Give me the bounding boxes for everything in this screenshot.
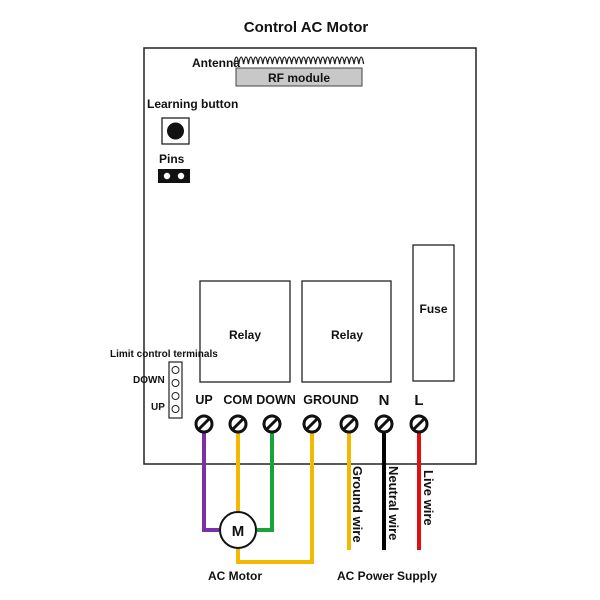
jumper-pins-icon bbox=[158, 169, 190, 183]
terminal-up-label: UP bbox=[195, 393, 212, 407]
motor-icon bbox=[219, 511, 257, 549]
learning-button[interactable] bbox=[167, 122, 184, 140]
motor-caption: AC Motor bbox=[208, 569, 262, 583]
limit-down-label: DOWN bbox=[133, 375, 165, 386]
screw-terminal-ground-motor bbox=[302, 414, 322, 434]
terminal-n-label: N bbox=[379, 392, 390, 409]
screw-terminal-com bbox=[228, 414, 248, 434]
antenna-label: Antenna bbox=[192, 56, 240, 70]
wire-down-green bbox=[257, 424, 274, 532]
pins-label: Pins bbox=[159, 152, 185, 166]
learning-button-label: Learning button bbox=[147, 97, 238, 111]
antenna-coil-icon bbox=[233, 56, 365, 65]
fuse-label: Fuse bbox=[419, 302, 447, 316]
terminal-ground-label: GROUND bbox=[303, 393, 359, 407]
wire-up-purple bbox=[202, 424, 219, 532]
rf-module bbox=[235, 67, 363, 87]
relay-2-label: Relay bbox=[331, 328, 363, 342]
screw-terminal-down bbox=[262, 414, 282, 434]
power-supply-caption: AC Power Supply bbox=[337, 569, 437, 583]
relay-2 bbox=[301, 280, 392, 383]
screw-terminal-l bbox=[409, 414, 429, 434]
diagram-title: Control AC Motor bbox=[244, 19, 369, 36]
terminal-com-label: COM bbox=[223, 393, 252, 407]
wire-motor-ground-yellow bbox=[236, 424, 314, 564]
limit-terminals-title: Limit control terminals bbox=[110, 349, 218, 360]
screw-terminal-ground-supply bbox=[339, 414, 359, 434]
screw-terminal-up bbox=[194, 414, 214, 434]
neutral-wire-label: Neutral wire bbox=[386, 466, 401, 540]
terminal-l-label: L bbox=[414, 392, 423, 409]
live-wire-label: Live wire bbox=[421, 470, 436, 526]
relay-1-label: Relay bbox=[229, 328, 261, 342]
limit-terminal-block bbox=[168, 361, 183, 419]
relay-1 bbox=[199, 280, 291, 383]
limit-up-label: UP bbox=[151, 402, 165, 413]
motor-symbol: M bbox=[232, 523, 245, 540]
rf-module-label: RF module bbox=[268, 71, 330, 85]
fuse bbox=[412, 244, 455, 382]
screw-terminal-n bbox=[374, 414, 394, 434]
ground-wire-label: Ground wire bbox=[350, 466, 365, 543]
terminal-down-label: DOWN bbox=[256, 393, 296, 407]
